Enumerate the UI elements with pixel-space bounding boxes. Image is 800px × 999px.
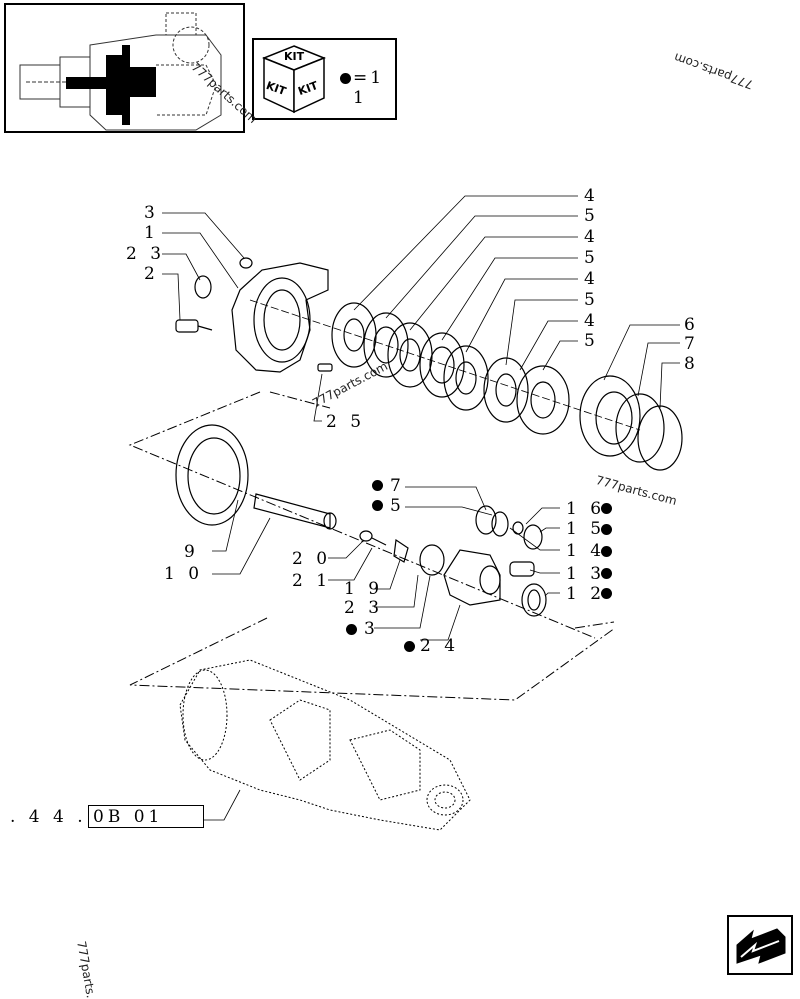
next-page-button[interactable] xyxy=(727,915,793,975)
overview-thumbnail xyxy=(4,3,245,133)
callout-7: 7 xyxy=(684,334,699,354)
kit-legend-text: =1 1 xyxy=(353,68,385,108)
callout-8: 8 xyxy=(684,354,699,374)
callout-5: 5 xyxy=(584,331,599,351)
kit-cube-icon xyxy=(261,45,327,114)
callout-1: 1 xyxy=(144,223,159,243)
callout-6: 6 xyxy=(684,315,699,335)
callout-25: 2 5 xyxy=(326,412,366,432)
arrow-icon xyxy=(736,928,786,964)
callout-5: 5 xyxy=(584,248,599,268)
callout-23: 2 3 xyxy=(344,598,384,618)
callout-23: 2 3 xyxy=(126,244,166,264)
kit-legend-box: KIT KIT KIT =1 1 xyxy=(252,38,397,120)
kit-bullet-icon xyxy=(601,524,612,535)
callout-20: 2 0 xyxy=(292,549,332,569)
callout-4: 4 xyxy=(584,311,599,331)
kit-bullet-icon xyxy=(346,624,357,635)
callout-15: 1 5 xyxy=(566,519,606,539)
kit-bullet-icon xyxy=(601,503,612,514)
callout-13: 1 3 xyxy=(566,564,606,584)
callout-10: 1 0 xyxy=(164,564,204,584)
kit-bullet-icon xyxy=(372,500,383,511)
kit-top-label: KIT xyxy=(284,50,305,63)
callout-2: 2 xyxy=(144,264,159,284)
callout-12: 1 2 xyxy=(566,584,606,604)
callout-19: 1 9 xyxy=(344,579,384,599)
callout-9: 9 xyxy=(184,542,199,562)
callout-14: 1 4 xyxy=(566,541,606,561)
callout-5: 5 xyxy=(584,290,599,310)
callout-16: 1 6 xyxy=(566,499,606,519)
callout-24: 2 4 xyxy=(420,636,460,656)
kit-bullet-icon xyxy=(601,588,612,599)
callout-4: 4 xyxy=(584,227,599,247)
callout-5: 5 xyxy=(584,206,599,226)
reference-prefix: . 4 4 . xyxy=(10,807,87,827)
callout-7: 7 xyxy=(390,476,405,496)
kit-bullet-icon xyxy=(601,568,612,579)
axle-overview-drawing xyxy=(19,12,222,131)
callout-3: 3 xyxy=(144,203,159,223)
kit-bullet-icon xyxy=(404,641,415,652)
callout-4: 4 xyxy=(584,269,599,289)
kit-bullet-icon xyxy=(601,546,612,557)
callout-5: 5 xyxy=(390,496,405,516)
reference-link-box[interactable]: 0B 01 xyxy=(88,805,204,828)
callout-3: 3 xyxy=(364,619,379,639)
reference-code[interactable]: 0B 01 xyxy=(93,807,164,827)
callout-4: 4 xyxy=(584,186,599,206)
kit-bullet-icon xyxy=(340,73,351,84)
kit-bullet-icon xyxy=(372,480,383,491)
callout-21: 2 1 xyxy=(292,571,332,591)
